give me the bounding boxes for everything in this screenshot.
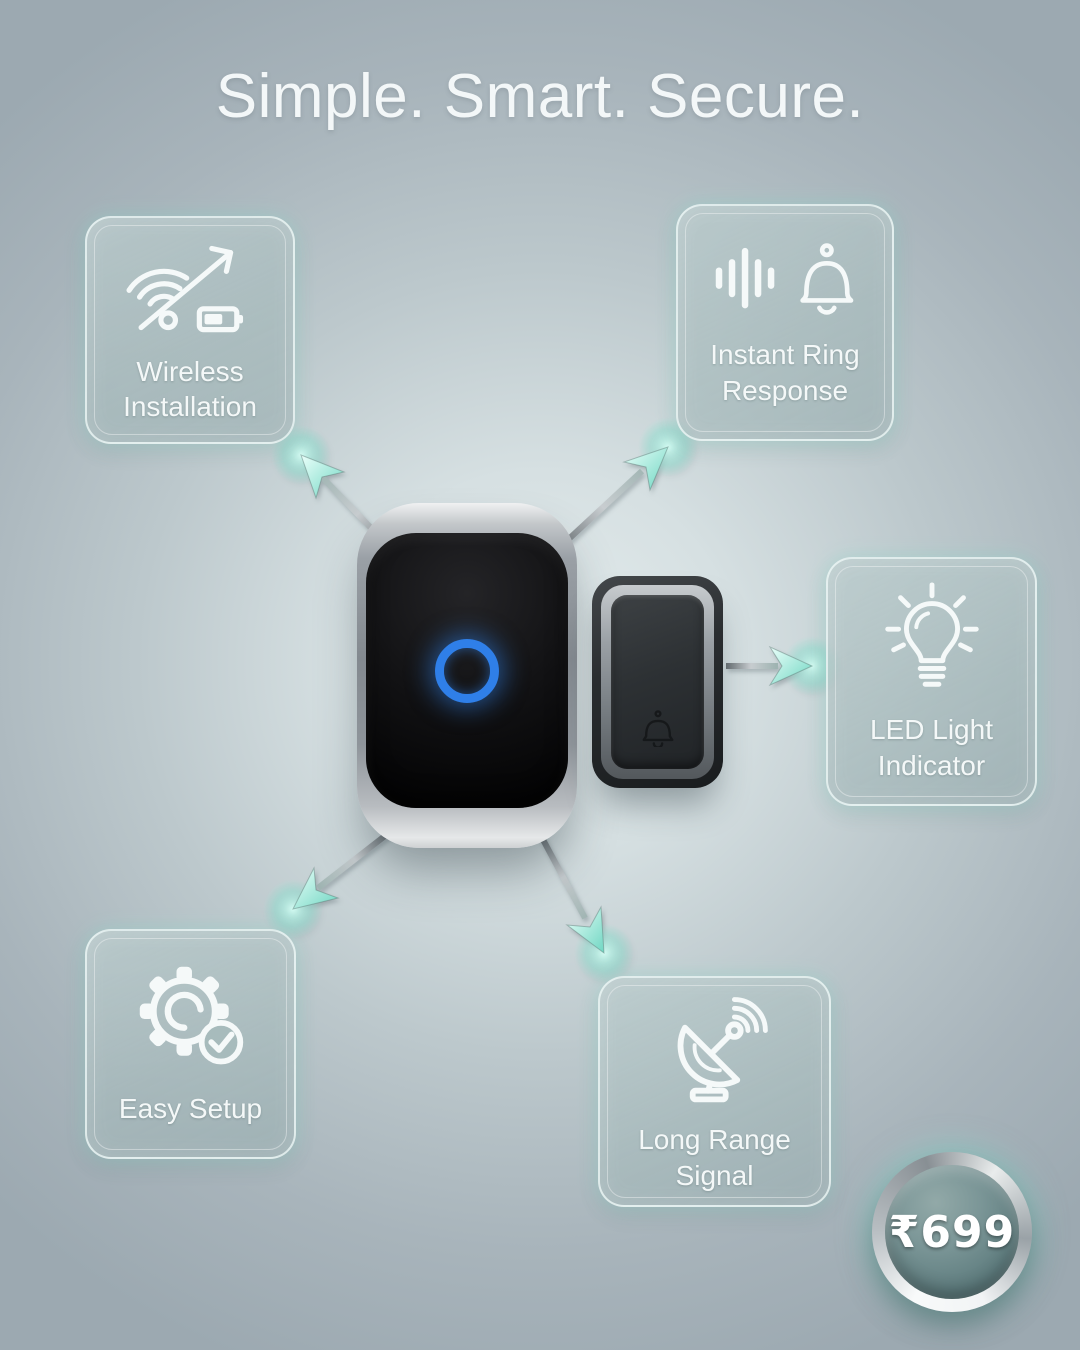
receiver-face bbox=[366, 533, 568, 808]
arrow-to-easy-setup bbox=[292, 829, 392, 910]
feature-label: Instant Ring Response bbox=[710, 339, 860, 406]
arrow-to-led-light-indicator bbox=[726, 645, 814, 687]
satellite-dish-icon bbox=[652, 990, 778, 1108]
gear-check-icon bbox=[128, 961, 254, 1077]
light-bulb-icon bbox=[873, 580, 991, 698]
feature-label: LED Light Indicator bbox=[870, 714, 993, 781]
button-bezel bbox=[601, 585, 714, 779]
led-ring bbox=[435, 638, 499, 703]
feature-card-easy-setup: Easy Setup bbox=[85, 929, 296, 1159]
wifi-signal-battery-icon bbox=[120, 236, 260, 340]
arrow-to-long-range-signal bbox=[537, 832, 605, 955]
price-badge: ₹699 bbox=[872, 1152, 1032, 1312]
bell-icon bbox=[642, 710, 673, 747]
feature-card-long-range-signal: Long Range Signal bbox=[598, 976, 831, 1207]
feature-card-wireless-installation: Wireless Installation bbox=[85, 216, 295, 444]
feature-card-instant-ring-response: Instant Ring Response bbox=[676, 204, 894, 441]
button-face bbox=[611, 595, 704, 769]
price-text: ₹699 bbox=[888, 1206, 1016, 1258]
sound-wave-bell-icon bbox=[706, 237, 864, 323]
arrow-to-instant-ring-response bbox=[555, 446, 669, 552]
doorbell-push-button bbox=[592, 576, 723, 788]
feature-label: Easy Setup bbox=[118, 1093, 263, 1125]
feature-card-led-light-indicator: LED Light Indicator bbox=[826, 557, 1037, 806]
feature-label: Wireless Installation bbox=[123, 355, 257, 422]
price-badge-inner: ₹699 bbox=[885, 1165, 1019, 1299]
feature-label: Long Range Signal bbox=[638, 1124, 791, 1191]
page-title: Simple. Smart. Secure. bbox=[215, 62, 865, 131]
doorbell-receiver bbox=[357, 503, 577, 848]
